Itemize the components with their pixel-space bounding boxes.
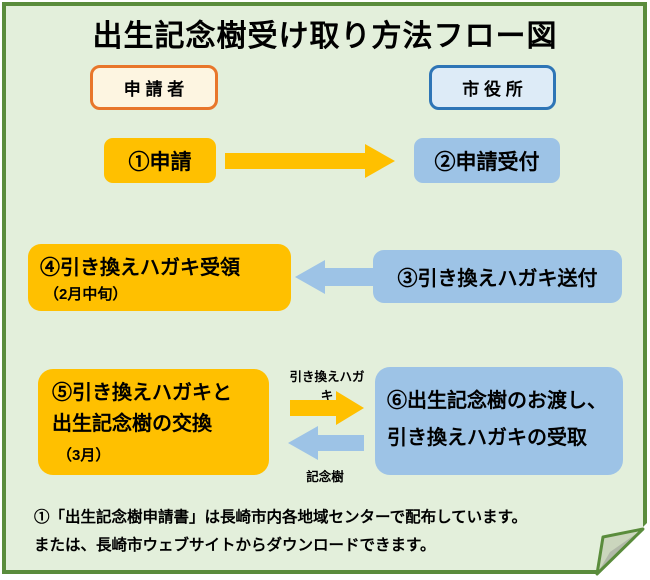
arrow-left-small-icon (288, 426, 364, 460)
step-5-line2: 出生記念樹の交換 (52, 413, 212, 435)
step-5-exchange: ⑤引き換えハガキと 出生記念樹の交換 （3月） (38, 369, 269, 475)
step-5-line1: ⑤引き換えハガキと (52, 382, 232, 404)
step-4-line1: ④引き換えハガキ受領 (40, 257, 240, 279)
folded-corner-icon (590, 520, 650, 580)
footnote-line2: または、長崎市ウェブサイトからダウンロードできます。 (34, 537, 436, 554)
step-2-application-received: ②申請受付 (414, 138, 560, 183)
footnote: ①「出生記念樹申請書」は長崎市内各地域センターで配布しています。 または、長崎市… (34, 504, 626, 560)
step-3-send-postcard: ③引き換えハガキ送付 (373, 250, 622, 303)
step-6-line2: 引き換えハガキの受取 (387, 427, 587, 449)
step-6-handover: ⑥出生記念樹のお渡し、 引き換えハガキの受取 (375, 367, 623, 475)
exchange-label-tree: 記念樹 (306, 470, 344, 484)
exchange-label-postcard: 引き換えハガキ (289, 370, 365, 403)
footnote-line1: ①「出生記念樹申請書」は長崎市内各地域センターで配布しています。 (34, 509, 528, 526)
column-header-city-hall-label: 市 役 所 (462, 80, 523, 99)
arrow-right-small-icon (290, 391, 364, 425)
arrow-right-icon (225, 144, 395, 178)
step-6-line1: ⑥出生記念樹のお渡し、 (387, 390, 607, 412)
column-header-applicant-label: 申 請 者 (123, 80, 185, 99)
step-4-line2: （2月中旬） (44, 286, 128, 303)
column-header-applicant: 申 請 者 (90, 65, 218, 110)
arrow-left-icon (295, 260, 373, 294)
column-header-city-hall: 市 役 所 (429, 65, 556, 110)
step-4-receive-postcard: ④引き換えハガキ受領 （2月中旬） (28, 244, 291, 311)
step-1-apply: ①申請 (104, 138, 216, 183)
page-title: 出生記念樹受け取り方法フロー図 (92, 20, 558, 53)
step-5-line3: （3月） (57, 447, 111, 464)
